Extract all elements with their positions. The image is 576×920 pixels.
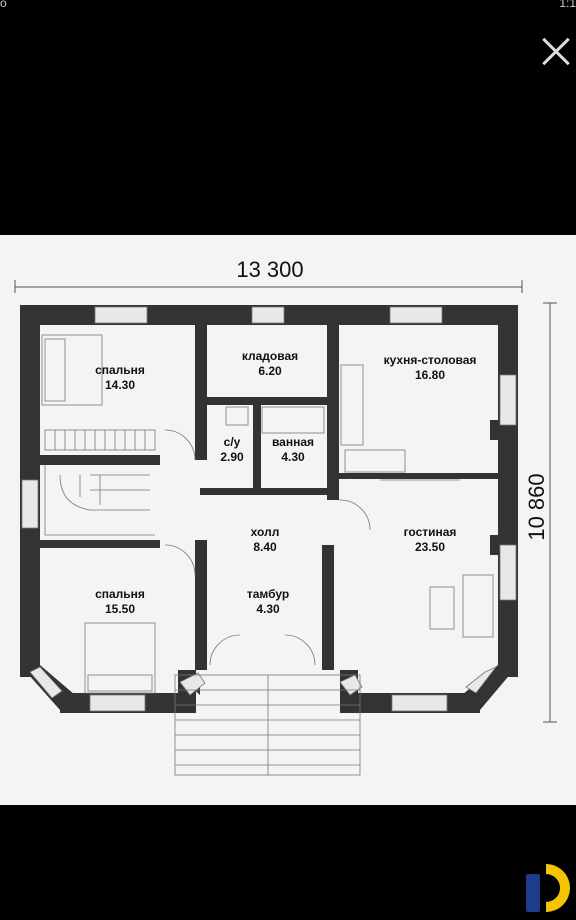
room-name: с/у (223, 435, 241, 449)
room-area: 23.50 (414, 540, 446, 554)
floor-plan-drawing (14, 280, 557, 776)
room-vestibule: тамбур 4.30 (247, 587, 289, 617)
plan-depth-dimension: 10 860 (524, 473, 549, 541)
room-bathroom: ванная 4.30 (272, 435, 314, 465)
room-area: 4.30 (256, 602, 280, 616)
room-area: 2.90 (220, 450, 244, 464)
room-hall: холл 8.40 (251, 525, 280, 555)
room-area: 16.80 (414, 368, 446, 382)
room-kitchen-dining: кухня-столовая 16.80 (384, 353, 477, 383)
room-bedroom-1: спальня 14.30 (95, 363, 145, 393)
room-living: гостиная 23.50 (404, 525, 457, 555)
room-name: спальня (95, 363, 145, 377)
room-area: 4.30 (281, 450, 305, 464)
room-name: кладовая (241, 349, 299, 363)
status-left: o (0, 0, 7, 10)
room-name: тамбур (246, 587, 290, 601)
room-area: 8.40 (253, 540, 277, 554)
floor-plan-image: 13 300 10 860 спальня 14.30 кладовая 6.2… (0, 235, 576, 805)
room-area: 6.20 (258, 364, 282, 378)
room-area: 14.30 (104, 378, 136, 392)
room-name: кухня-столовая (383, 353, 477, 367)
room-wc: с/у 2.90 (220, 435, 243, 465)
status-bar: o 1:1 (0, 0, 576, 14)
room-name: спальня (95, 587, 145, 601)
room-bedroom-2: спальня 15.50 (95, 587, 145, 617)
room-name: ванная (271, 435, 315, 449)
app-logo-icon[interactable] (522, 862, 570, 914)
room-storage: кладовая 6.20 (242, 349, 298, 379)
room-name: гостиная (403, 525, 457, 539)
room-name: холл (250, 525, 280, 539)
status-clock: 1:1 (559, 0, 576, 10)
close-icon[interactable] (536, 32, 576, 72)
plan-width-dimension: 13 300 (236, 257, 304, 282)
room-area: 15.50 (104, 602, 136, 616)
